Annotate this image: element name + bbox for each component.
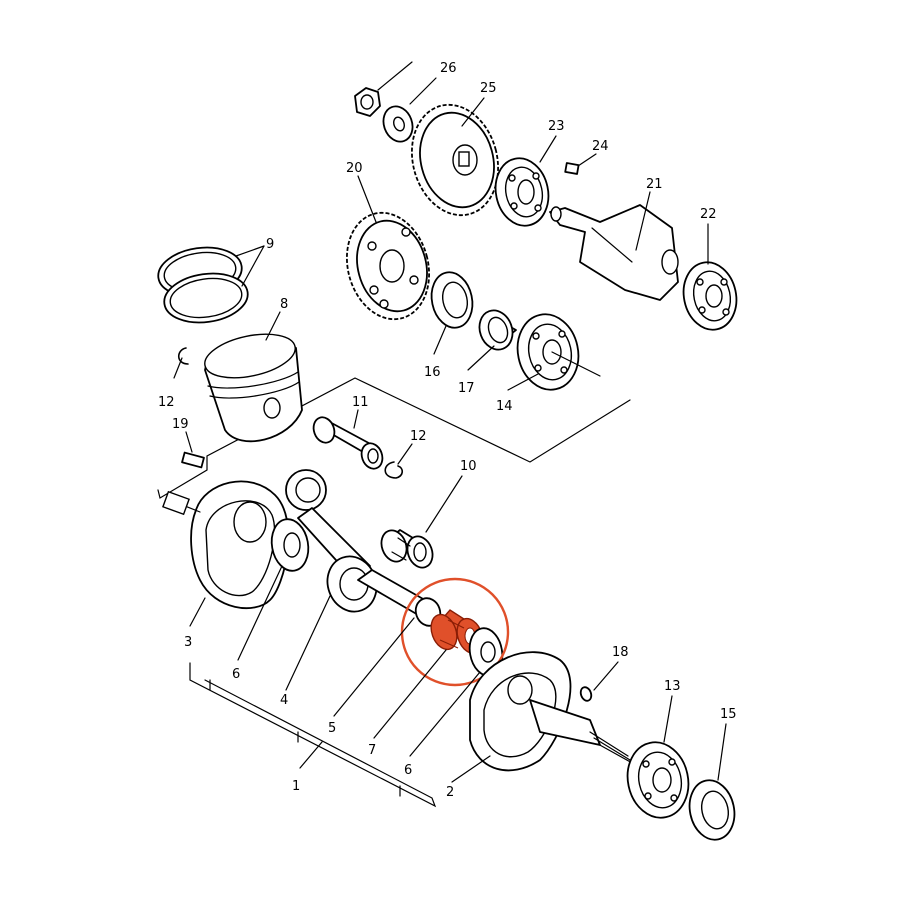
callout-17: 17 [458, 381, 475, 396]
crank-web-2-part [469, 651, 635, 772]
balancer-shaft-21-part [549, 204, 679, 301]
piston-rings-9-part [157, 246, 249, 324]
callout-11: 11 [352, 395, 369, 410]
callout-20: 20 [346, 161, 363, 176]
needle-bearing-10-part [380, 529, 434, 569]
piston-8-part [204, 333, 303, 443]
bearing-23-part [494, 157, 550, 227]
callout-13: 13 [664, 679, 681, 694]
callout-18: 18 [612, 645, 629, 660]
callout-25: 25 [480, 81, 497, 96]
collar-17-part [478, 309, 517, 351]
nut-part [354, 61, 413, 117]
callout-19: 19 [172, 417, 189, 432]
gear-25-part [411, 103, 499, 217]
circlip-12b-part [384, 461, 404, 479]
callout-6-right: 6 [404, 763, 412, 778]
callout-24: 24 [592, 139, 609, 154]
gear-20-part [346, 211, 430, 321]
callout-6-left: 6 [232, 667, 240, 682]
callout-1: 1 [292, 779, 300, 794]
leader-lines [173, 77, 727, 783]
piston-pin-11-part [312, 416, 384, 470]
callout-15: 15 [720, 707, 737, 722]
callout-4: 4 [280, 693, 288, 708]
callout-14: 14 [496, 399, 513, 414]
circlip-12a-part [177, 347, 189, 365]
group-bracket-lines [157, 377, 631, 808]
crank-web-3-part [162, 480, 290, 609]
callout-12-top: 12 [158, 395, 175, 410]
connecting-rod-4-part [285, 469, 378, 613]
callout-26: 26 [440, 61, 457, 76]
washer-6a-part [270, 518, 310, 572]
pin-19-part [181, 451, 205, 469]
lock-washer-part [382, 105, 414, 143]
callout-5: 5 [328, 721, 336, 736]
callout-3: 3 [184, 635, 192, 650]
callout-22: 22 [700, 207, 717, 222]
callout-12-right: 12 [410, 429, 427, 444]
callout-10: 10 [460, 459, 477, 474]
key-18-part [579, 686, 593, 702]
seal-15-part [688, 779, 736, 841]
callout-8: 8 [280, 297, 288, 312]
bearing-13-part [626, 741, 690, 819]
callout-9: 9 [266, 237, 274, 252]
bearing-14-part [516, 313, 601, 391]
callout-23: 23 [548, 119, 565, 134]
callout-16: 16 [424, 365, 441, 380]
callout-labels: 26 25 23 24 21 22 20 9 8 12 19 11 12 10 … [158, 61, 737, 800]
callout-21: 21 [646, 177, 663, 192]
key-24-part [564, 162, 580, 175]
bearing-22-part [682, 261, 738, 331]
seal-16-part [430, 271, 474, 329]
callout-2: 2 [446, 785, 454, 800]
callout-7: 7 [368, 743, 376, 758]
